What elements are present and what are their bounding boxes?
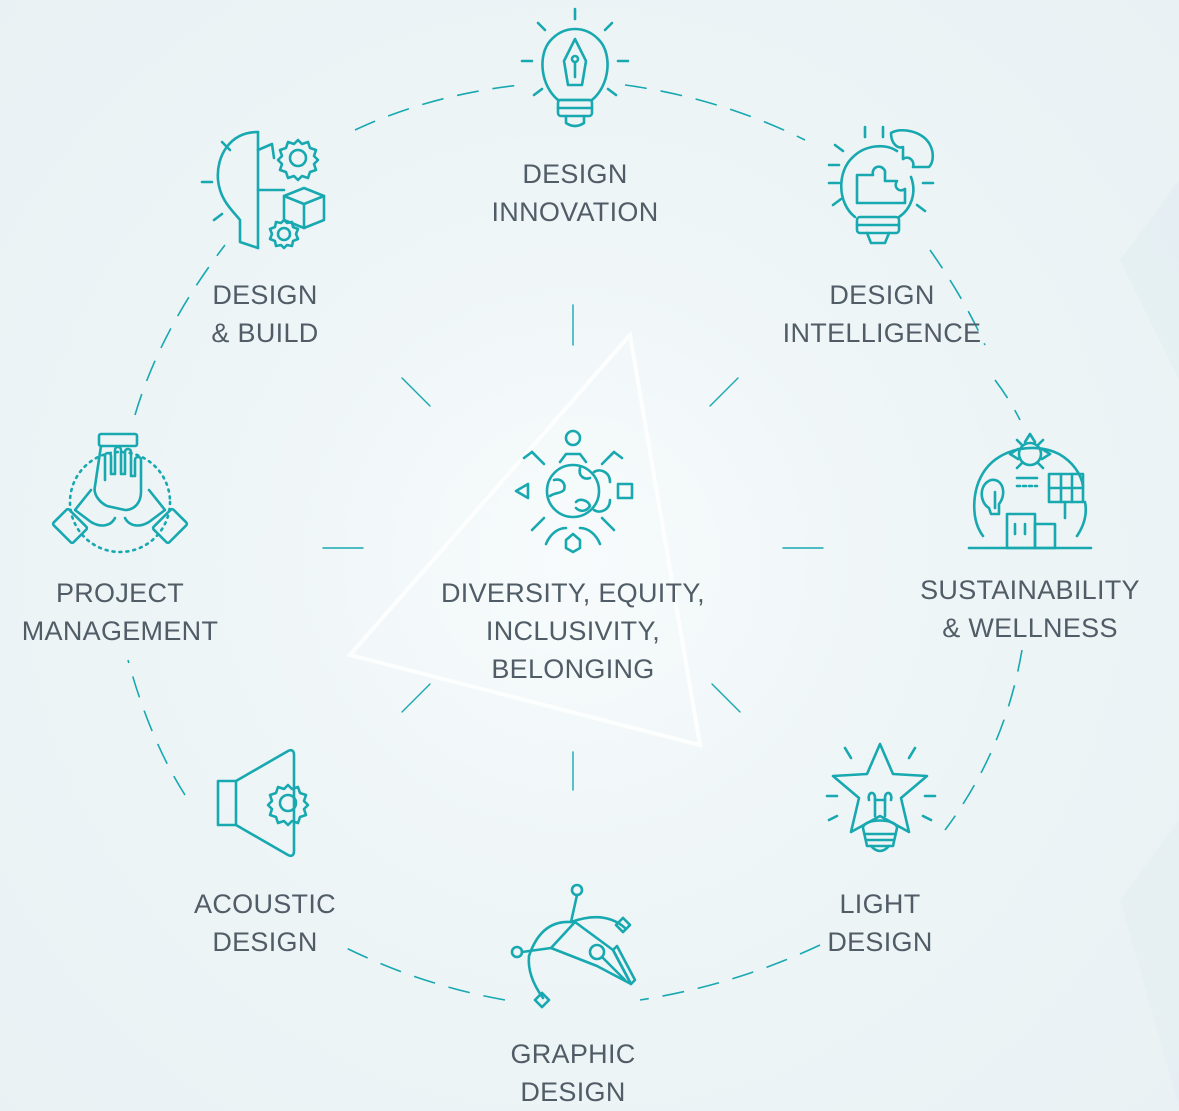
center-label: DIVERSITY, EQUITY, INCLUSIVITY, BELONGIN… xyxy=(413,574,733,688)
node-label-graphic-design: GRAPHIC DESIGN xyxy=(488,1035,658,1111)
node-label-light-design: LIGHT DESIGN xyxy=(795,885,965,961)
ring-segment xyxy=(339,944,506,1001)
ring-segment xyxy=(639,944,821,1001)
label-line: INNOVATION xyxy=(491,197,659,227)
star-bulb-icon xyxy=(823,738,938,868)
bulb-gears-icon xyxy=(200,130,330,260)
spoke xyxy=(709,377,739,407)
label-line: LIGHT xyxy=(839,889,921,919)
ring-segment xyxy=(994,379,1021,421)
background-shape xyxy=(1120,820,1179,1107)
ring-segment xyxy=(134,244,226,416)
globe-people-icon xyxy=(510,428,636,559)
label-line: SUSTAINABILITY xyxy=(920,575,1140,605)
label-line: GRAPHIC xyxy=(510,1039,636,1069)
ring-segment xyxy=(944,649,1023,831)
ring-segment xyxy=(127,659,186,796)
ring-segment xyxy=(624,84,806,141)
node-label-project-management: PROJECT MANAGEMENT xyxy=(10,574,230,650)
dashed-ring xyxy=(127,84,1023,1001)
label-line: DESIGN xyxy=(212,280,318,310)
label-line: PROJECT xyxy=(55,578,185,608)
ring-segment xyxy=(354,84,521,131)
speaker-gear-icon xyxy=(212,745,332,865)
label-line: & WELLNESS xyxy=(942,613,1118,643)
spoke xyxy=(401,377,431,407)
node-label-design-intelligence: DESIGN INTELLIGENCE xyxy=(772,276,992,352)
label-line: INTELLIGENCE xyxy=(782,318,982,348)
node-label-design-build: DESIGN & BUILD xyxy=(180,276,350,352)
spoke xyxy=(711,683,741,713)
label-line: DIVERSITY, EQUITY, xyxy=(441,578,705,608)
label-line: DESIGN xyxy=(520,1077,626,1107)
node-label-design-innovation: DESIGN INNOVATION xyxy=(470,155,680,231)
node-label-sustainability-wellness: SUSTAINABILITY & WELLNESS xyxy=(905,571,1155,647)
label-line: & BUILD xyxy=(211,318,319,348)
lightbulb-pen-icon xyxy=(520,5,630,140)
label-line: BELONGING xyxy=(491,654,655,684)
label-line: DESIGN xyxy=(212,927,318,957)
label-line: DESIGN xyxy=(829,280,935,310)
background-shape xyxy=(1120,180,1179,380)
node-label-acoustic-design: ACOUSTIC DESIGN xyxy=(175,885,355,961)
spoke xyxy=(401,683,431,713)
pen-tool-icon xyxy=(505,880,640,1015)
label-line: DESIGN xyxy=(522,159,628,189)
sustainable-city-icon xyxy=(965,428,1095,558)
ring-segment xyxy=(929,249,986,346)
label-line: INCLUSIVITY, xyxy=(485,616,661,646)
lightbulb-puzzle-icon xyxy=(825,125,937,255)
hands-teamwork-icon xyxy=(51,430,189,560)
label-line: ACOUSTIC xyxy=(194,889,336,919)
center-spokes xyxy=(322,304,824,791)
label-line: MANAGEMENT xyxy=(21,616,219,646)
label-line: DESIGN xyxy=(827,927,933,957)
background-shape xyxy=(346,330,703,748)
